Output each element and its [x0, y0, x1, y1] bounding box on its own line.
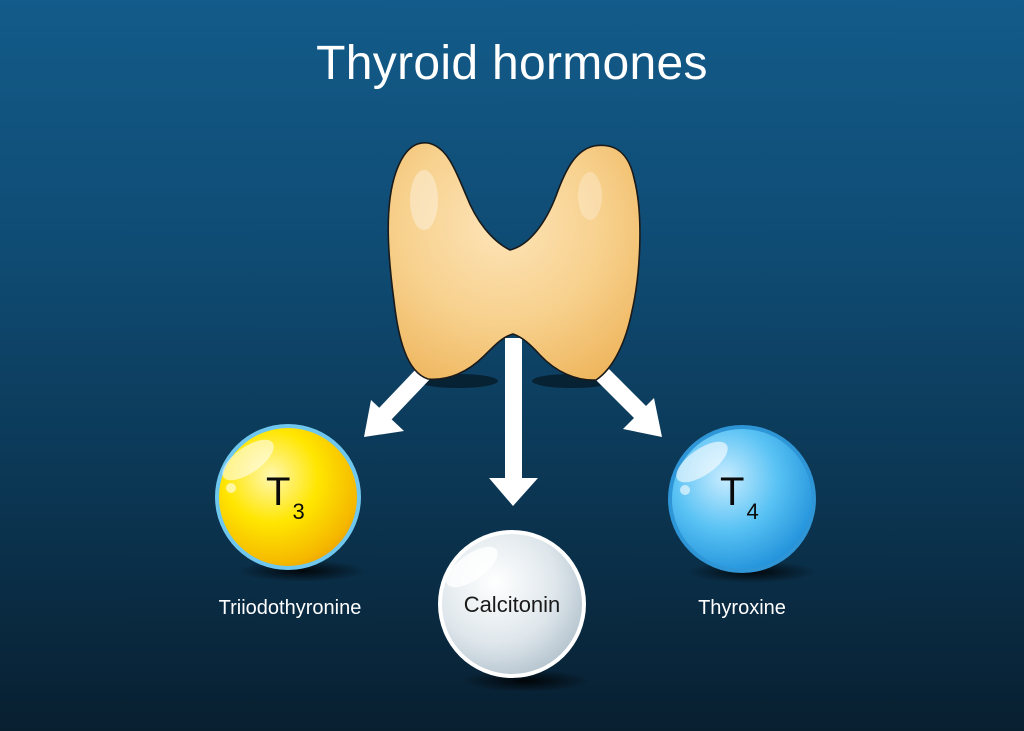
gland-highlight-left [410, 170, 438, 230]
t4-sphere [668, 425, 816, 573]
t4-symbol: T4 [720, 470, 759, 524]
t4-caption: Thyroxine [698, 597, 786, 619]
arrow-to-t4 [593, 365, 662, 437]
thyroid-gland [387, 142, 641, 381]
t4-symbol-subscript: 4 [746, 499, 759, 524]
arrow-to-calcitonin [489, 338, 538, 506]
gland-highlight-right [578, 172, 602, 220]
calcitonin-label: Calcitonin [463, 592, 561, 617]
t3-symbol-subscript: 3 [292, 499, 305, 524]
arrow-to-t3 [364, 366, 432, 437]
t3-symbol-letter: T [266, 470, 291, 514]
calcitonin-sphere [438, 530, 586, 678]
page-title: Thyroid hormones [316, 37, 708, 90]
t3-caption: Triiodothyronine [218, 597, 362, 619]
t3-symbol: T3 [266, 470, 305, 524]
t4-symbol-letter: T [720, 470, 745, 514]
t3-sphere [215, 424, 361, 570]
